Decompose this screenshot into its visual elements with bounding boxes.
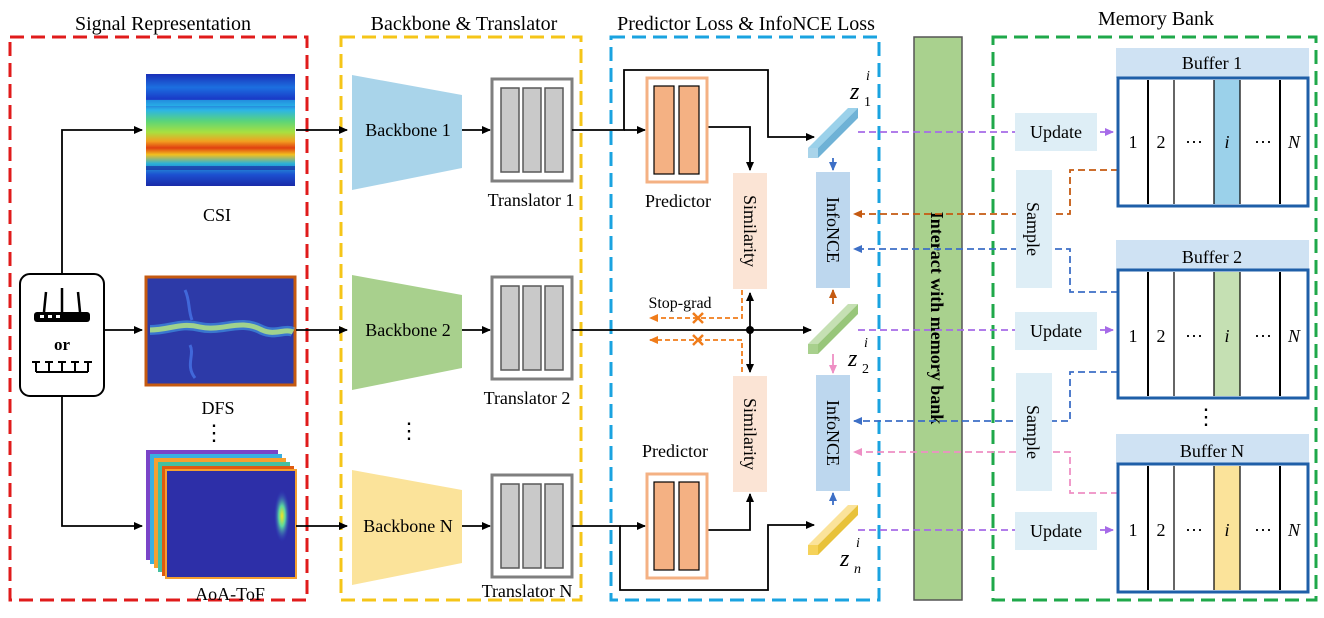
router-icon [34,288,90,322]
svg-text:⋯: ⋯ [1185,520,1203,540]
update-box-n: Update [1015,512,1097,550]
buffer-n: Buffer N 1 2 ⋯ i ⋯ N [1116,434,1310,594]
memory-section-title: Memory Bank [1098,8,1214,30]
svg-text:i: i [1224,520,1229,540]
buffer-2: Buffer 2 1 2 ⋯ i ⋯ N [1116,240,1310,400]
embedding-z1 [808,108,858,158]
sample-box-1: Sample [1016,170,1052,288]
svg-text:Buffer 2: Buffer 2 [1182,247,1242,267]
inputs-ellipsis: ⋮ [203,420,225,445]
infonce-2: InfoNCE [816,375,850,491]
buffer-ellipsis: ⋮ [1195,404,1217,429]
backbone-2: Backbone 2 [352,275,462,390]
svg-text:1: 1 [1129,132,1138,152]
predictor-1-label: Predictor [645,191,711,211]
svg-text:i: i [1224,326,1229,346]
svg-text:2: 2 [1157,520,1166,540]
embedding-z2 [808,304,858,354]
backbone-1: Backbone 1 [352,75,462,190]
svg-text:2: 2 [1157,132,1166,152]
predictor-1 [645,76,709,184]
svg-text:⋯: ⋯ [1254,326,1272,346]
translator-n-label: Translator N [482,581,573,601]
svg-text:i: i [864,336,868,351]
translator-n [490,473,574,579]
interact-memory-label: Interact with memory bank [927,212,947,424]
svg-text:2: 2 [1157,326,1166,346]
svg-text:i: i [866,69,870,84]
z2-label: z i 2 [847,336,869,377]
infonce-1-label: InfoNCE [823,197,843,263]
svg-text:⋯: ⋯ [1254,520,1272,540]
predictor-n [645,472,709,580]
svg-text:2: 2 [862,362,869,377]
signal-section-title: Signal Representation [75,13,251,35]
svg-text:n: n [854,562,861,577]
interact-memory-bar: Interact with memory bank [913,36,963,601]
svg-text:Sample: Sample [1023,405,1043,459]
svg-text:Sample: Sample [1023,202,1043,256]
csi-heatmap [146,74,295,186]
sample-box-2: Sample [1016,373,1052,491]
router-or-label: or [54,335,71,354]
infonce-2-label: InfoNCE [823,400,843,466]
dfs-label: DFS [201,398,234,418]
similarity-2: Similarity [733,376,767,492]
svg-text:⋯: ⋯ [1185,132,1203,152]
predictor-n-label: Predictor [642,441,708,461]
aoa-tof-stack [146,450,297,579]
similarity-1: Similarity [733,173,767,289]
svg-text:N: N [1287,132,1301,152]
stop-grad-label: Stop-grad [648,295,711,312]
similarity-2-label: Similarity [740,398,760,470]
translator-2 [490,275,574,381]
svg-text:z: z [847,346,858,372]
svg-text:Update: Update [1030,321,1082,341]
svg-text:Update: Update [1030,521,1082,541]
backbone-n-label: Backbone N [363,516,452,536]
translator-2-label: Translator 2 [484,388,571,408]
aoa-tof-label: AoA-ToF [195,584,265,604]
similarity-1-label: Similarity [740,195,760,267]
svg-text:i: i [1224,132,1229,152]
svg-text:i: i [856,536,860,551]
embedding-zn [808,505,858,555]
svg-text:z: z [849,79,860,105]
infonce-1: InfoNCE [816,172,850,288]
svg-text:N: N [1287,326,1301,346]
antenna-array-icon [32,361,92,373]
svg-text:1: 1 [1129,326,1138,346]
csi-label: CSI [203,205,231,225]
buffer-1: Buffer 1 1 2 ⋯ i ⋯ N [1116,48,1310,208]
loss-frame [609,35,881,602]
signal-frame [8,35,309,602]
translator-1-label: Translator 1 [488,190,575,210]
update-box-1: Update [1015,113,1097,151]
backbone-n: Backbone N [352,470,462,585]
svg-text:Buffer 1: Buffer 1 [1182,53,1242,73]
svg-text:1: 1 [864,95,871,110]
svg-text:z: z [839,546,850,572]
backbone-frame [339,35,583,602]
translator-1 [490,77,574,183]
svg-text:Buffer N: Buffer N [1180,441,1244,461]
svg-text:1: 1 [1129,520,1138,540]
backbone-2-label: Backbone 2 [365,320,450,340]
svg-text:⋯: ⋯ [1185,326,1203,346]
zn-label: z i n [839,536,861,577]
stop-grad-cross-icon [692,312,704,346]
svg-text:Update: Update [1030,122,1082,142]
dfs-spectrogram [144,275,297,387]
z1-label: z i 1 [849,69,871,110]
branch-ellipsis: ⋮ [398,418,420,443]
svg-text:⋯: ⋯ [1254,132,1272,152]
svg-text:N: N [1287,520,1301,540]
loss-section-title: Predictor Loss & InfoNCE Loss [617,13,875,35]
router-device: or [19,273,105,397]
backbone-1-label: Backbone 1 [365,120,450,140]
update-box-2: Update [1015,312,1097,350]
backbone-section-title: Backbone & Translator [371,13,558,35]
